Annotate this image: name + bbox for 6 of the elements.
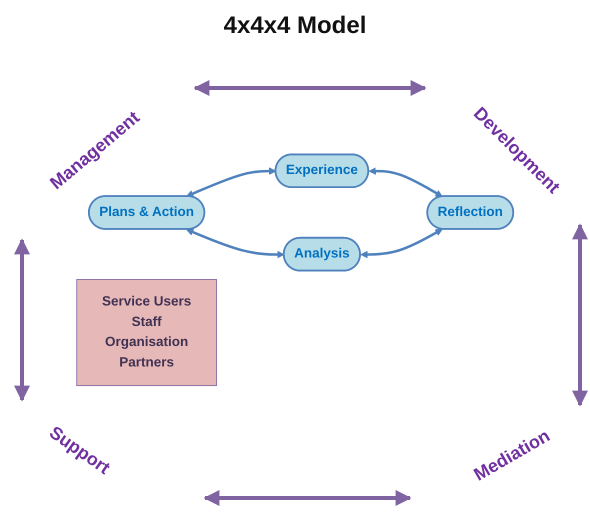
arrow [368,167,443,197]
arrow [186,228,284,258]
node-box: Service Users Staff Organisation Partners [76,279,217,386]
arrow [360,228,443,258]
diagram-title: 4x4x4 Model [224,12,366,40]
arrow [186,167,276,198]
